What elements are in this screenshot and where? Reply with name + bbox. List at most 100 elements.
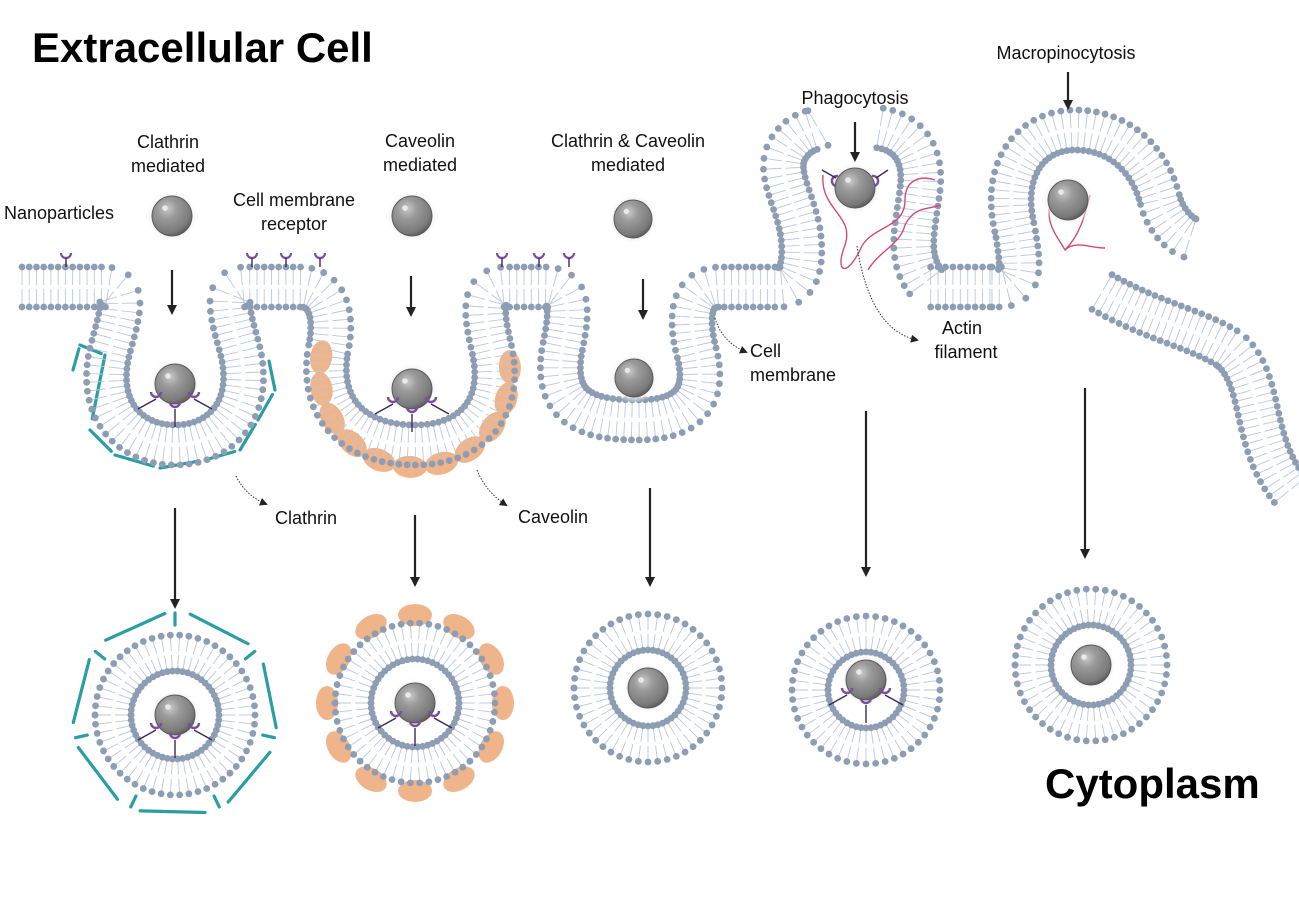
- lipid-head: [215, 346, 223, 354]
- lipid-head: [891, 254, 899, 261]
- lipid-head: [127, 706, 135, 714]
- lipid-head: [936, 686, 944, 694]
- lipid-head: [1115, 320, 1123, 327]
- lipid-head: [1126, 121, 1134, 129]
- lipid-head: [406, 779, 414, 787]
- lipid-head: [1111, 733, 1118, 741]
- receptors-phago-vesicle: [828, 687, 904, 723]
- clathrin-segment: [104, 611, 167, 642]
- lipid-head: [1066, 106, 1074, 114]
- lipid-head: [258, 351, 265, 359]
- lipid-head: [1154, 698, 1162, 706]
- lipid-head: [434, 622, 442, 630]
- lipid-head: [467, 343, 475, 351]
- lipid-head: [949, 303, 957, 311]
- lipid-head: [805, 186, 813, 194]
- lipid-head: [367, 694, 375, 702]
- lipid-head: [1173, 183, 1181, 190]
- lipid-head: [346, 445, 353, 453]
- lipid-head: [774, 218, 781, 226]
- lipid-head: [338, 286, 346, 294]
- lipid-head: [1088, 305, 1096, 313]
- lipid-head: [1032, 713, 1039, 721]
- lipid-head: [890, 618, 898, 626]
- lipid-head: [470, 356, 477, 364]
- lipid-head: [343, 372, 351, 380]
- caveolin-unit: [337, 429, 367, 458]
- lipid-head: [1201, 355, 1209, 363]
- lipid-head: [1092, 737, 1100, 745]
- lipid-head: [654, 757, 662, 765]
- lipid-head: [791, 667, 798, 675]
- lipid-head: [560, 418, 568, 426]
- lipid-head: [275, 303, 283, 311]
- lipid-head: [136, 299, 144, 307]
- lipid-head: [881, 615, 889, 622]
- lipid-head: [1229, 391, 1237, 399]
- label-actin-1: Actin: [942, 318, 982, 338]
- lipid-head: [378, 458, 386, 465]
- lipid-head: [582, 323, 590, 331]
- lipid-head: [609, 395, 617, 402]
- lipid-head: [506, 303, 514, 311]
- lipid-head: [824, 141, 832, 149]
- lipid-head: [343, 355, 351, 363]
- particle-highlight: [402, 378, 408, 384]
- lipid-head: [257, 395, 265, 403]
- lipid-head: [344, 743, 352, 751]
- lipid-head: [33, 303, 40, 311]
- lipid-head: [1154, 234, 1161, 242]
- actin-filament: [867, 204, 941, 271]
- lipid-head: [1295, 464, 1299, 472]
- lipid-head: [54, 263, 62, 271]
- lipid-head: [350, 751, 358, 758]
- lipid-head: [252, 328, 260, 336]
- actin-filament: [859, 177, 936, 251]
- lipid-head: [1026, 706, 1033, 714]
- lipid-head: [435, 418, 442, 426]
- nanoparticle-clathrin-pit: [149, 358, 201, 410]
- lipid-head: [343, 296, 350, 304]
- lipid-head: [672, 292, 680, 300]
- lipid-head: [1149, 616, 1156, 624]
- lipid-head: [994, 247, 1002, 255]
- lipid-head: [932, 217, 940, 224]
- receptor-stalk: [875, 169, 889, 179]
- lipid-head: [782, 117, 790, 125]
- lipid-head: [1114, 274, 1122, 282]
- particle-highlight: [405, 692, 411, 698]
- clathrin-spoke: [129, 794, 138, 809]
- lipid-head: [788, 686, 796, 694]
- lipid-head: [716, 703, 723, 711]
- receptor-cup: [427, 710, 441, 718]
- lipid-head: [654, 611, 662, 619]
- lipid-head: [1085, 621, 1092, 629]
- lipid-head: [169, 667, 176, 675]
- lipid-head: [1133, 189, 1141, 197]
- lipid-head: [1008, 135, 1015, 143]
- lipid-head: [250, 321, 258, 329]
- lipid-head: [801, 173, 809, 181]
- vesicle-clathrin-caveolin: [570, 610, 726, 766]
- lipid-head: [703, 639, 711, 647]
- lipid-head: [1176, 344, 1184, 352]
- lipid-head: [399, 421, 407, 428]
- lipid-head: [774, 125, 782, 132]
- lipid-head: [1095, 622, 1102, 630]
- label-macropinocytosis: Macropinocytosis: [996, 43, 1135, 63]
- lipid-head: [682, 689, 690, 697]
- lipid-head: [520, 303, 528, 311]
- lipid-head: [1027, 195, 1035, 203]
- lipid-head: [798, 723, 806, 731]
- lipid-head: [935, 195, 943, 202]
- receptor-cup: [168, 732, 182, 740]
- lipid-head: [1263, 365, 1270, 373]
- lipid-head: [1026, 616, 1033, 624]
- lipid-head: [933, 209, 941, 217]
- receptor-stalk: [430, 403, 450, 415]
- receptor-cup: [878, 687, 892, 695]
- receptor-cup: [187, 722, 201, 730]
- lipid-head: [768, 133, 776, 141]
- lipid-head: [40, 263, 48, 271]
